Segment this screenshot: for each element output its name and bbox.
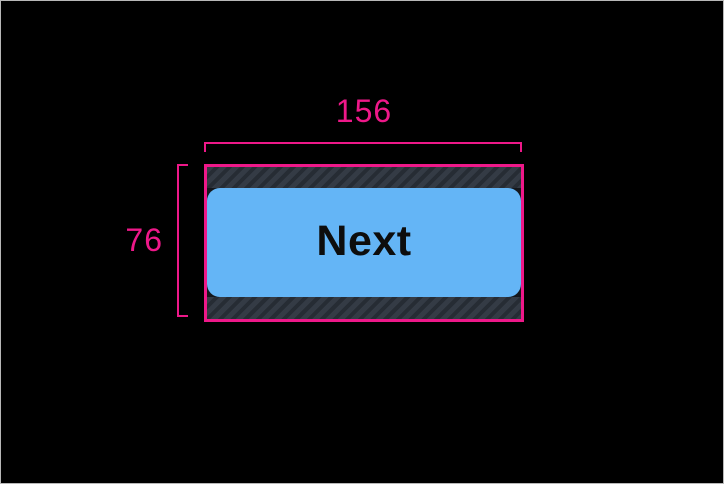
next-button-label: Next: [316, 217, 412, 265]
layout-bounds-box: Next: [204, 164, 524, 322]
padding-hatch-top: [207, 167, 521, 188]
button-content-area: Next: [207, 188, 521, 297]
width-dimension-bracket: [204, 142, 522, 152]
next-button[interactable]: Next: [207, 188, 521, 297]
height-dimension-bracket: [177, 164, 188, 317]
padding-hatch-bottom: [207, 297, 521, 319]
height-dimension-label: 76: [125, 222, 163, 258]
width-dimension-label: 156: [335, 93, 393, 129]
